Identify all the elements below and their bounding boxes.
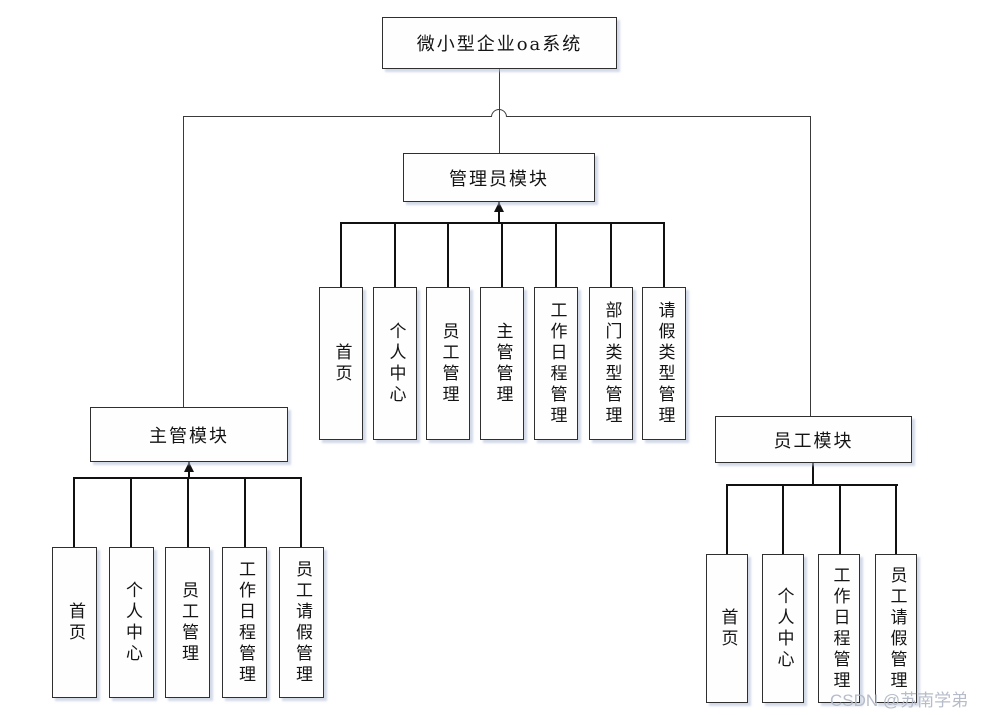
arrowhead-supervisor-icon — [184, 462, 194, 472]
connector-employee-drop-3 — [838, 484, 841, 555]
connector-employee-drop-2 — [782, 484, 785, 555]
node-label: 工作日程管理 — [829, 565, 850, 692]
node-supervisor-home: 首页 — [52, 547, 97, 698]
connector-supervisor-drop-5 — [300, 477, 303, 548]
connector-employee-stem — [812, 463, 815, 485]
node-label: 员工请假管理 — [886, 565, 907, 692]
connector-main-rail-right — [507, 115, 810, 117]
node-label: 工作日程管理 — [546, 300, 567, 427]
connector-supervisor-drop-3 — [186, 477, 189, 548]
connector-drop-supervisor — [182, 115, 184, 408]
connector-drop-employee — [809, 115, 811, 417]
connector-admin-drop-3 — [447, 222, 450, 288]
connector-admin-drop-4 — [501, 222, 504, 288]
node-admin-personal-center: 个人中心 — [373, 287, 417, 440]
node-root: 微小型企业oa系统 — [382, 17, 617, 69]
node-label: 员工管理 — [178, 580, 198, 665]
node-label: 部门类型管理 — [601, 300, 622, 427]
connector-main-rail-left — [183, 115, 491, 117]
node-admin-label: 管理员模块 — [449, 168, 549, 190]
node-admin-employee-management: 员工管理 — [426, 287, 470, 440]
connector-admin-drop-2 — [394, 222, 397, 288]
node-label: 工作日程管理 — [235, 559, 255, 686]
node-supervisor-personal-center: 个人中心 — [109, 547, 154, 698]
node-label: 主管管理 — [492, 321, 513, 406]
node-admin-module: 管理员模块 — [403, 153, 595, 202]
node-supervisor-employee-management: 员工管理 — [165, 547, 210, 698]
node-employee-module: 员工模块 — [715, 416, 912, 463]
connector-admin-stem — [497, 202, 501, 223]
connector-employee-drop-1 — [726, 484, 729, 555]
watermark: CSDN @苏南学弟 — [830, 691, 969, 710]
connector-employee-rail — [726, 483, 898, 486]
node-root-label: 微小型企业oa系统 — [416, 34, 583, 55]
connector-root-stem — [498, 69, 500, 117]
connector-admin-drop-6 — [610, 222, 613, 288]
connector-admin-drop-7 — [663, 222, 666, 288]
node-admin-leave-type-management: 请假类型管理 — [642, 287, 686, 440]
node-employee-label: 员工模块 — [773, 430, 854, 452]
connector-admin-drop-1 — [340, 222, 343, 288]
connector-supervisor-drop-4 — [243, 477, 246, 548]
node-label: 请假类型管理 — [654, 300, 675, 427]
node-employee-personal-center: 个人中心 — [762, 554, 804, 703]
node-employee-leave-management: 员工请假管理 — [875, 554, 917, 703]
node-label: 个人中心 — [122, 580, 142, 665]
node-label: 员工请假管理 — [292, 559, 312, 686]
connector-supervisor-drop-1 — [73, 477, 76, 548]
node-admin-work-schedule-management: 工作日程管理 — [534, 287, 578, 440]
node-admin-home: 首页 — [319, 287, 363, 440]
node-employee-work-schedule-management: 工作日程管理 — [818, 554, 860, 703]
node-label: 个人中心 — [773, 586, 794, 671]
node-employee-home: 首页 — [706, 554, 748, 703]
connector-drop-admin — [498, 115, 500, 154]
node-supervisor-module: 主管模块 — [90, 407, 288, 462]
connector-admin-drop-5 — [555, 222, 558, 288]
node-label: 员工管理 — [438, 321, 459, 406]
connector-supervisor-drop-2 — [130, 477, 133, 548]
node-admin-supervisor-management: 主管管理 — [480, 287, 524, 440]
node-label: 首页 — [331, 342, 352, 385]
node-label: 首页 — [717, 607, 738, 650]
arrowhead-admin-icon — [494, 202, 504, 212]
node-admin-department-type-management: 部门类型管理 — [589, 287, 633, 440]
node-supervisor-employee-leave-management: 员工请假管理 — [279, 547, 324, 698]
node-label: 首页 — [65, 601, 85, 644]
connector-employee-drop-4 — [895, 484, 898, 555]
node-supervisor-label: 主管模块 — [149, 425, 229, 447]
node-label: 个人中心 — [385, 321, 406, 406]
node-supervisor-work-schedule-management: 工作日程管理 — [222, 547, 267, 698]
